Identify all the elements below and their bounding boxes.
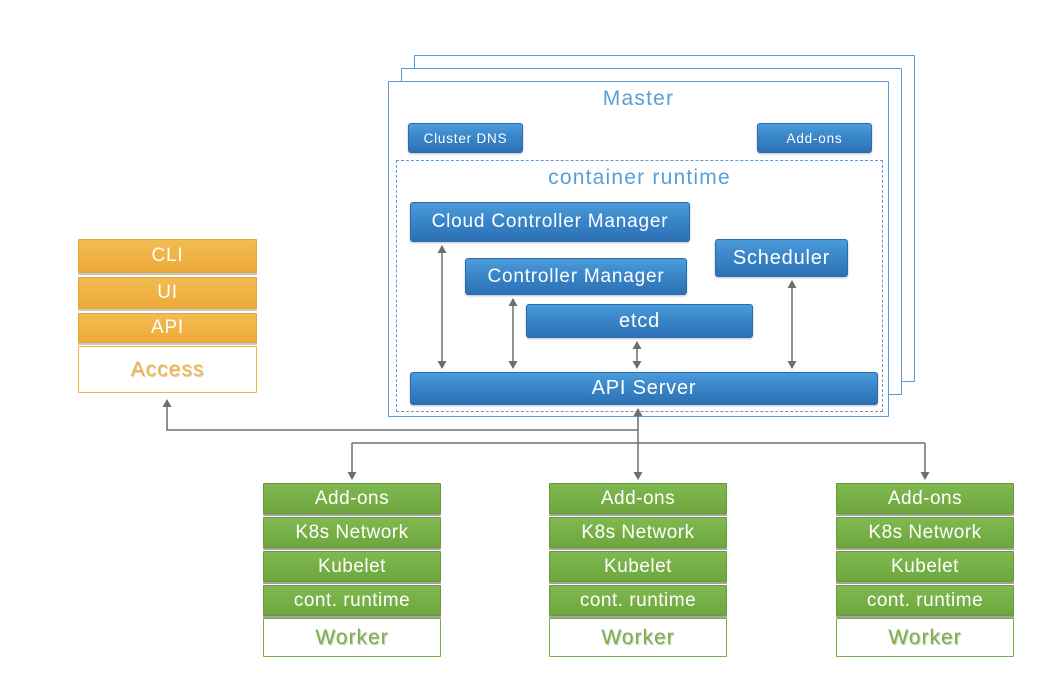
scheduler-box: Scheduler	[715, 239, 848, 277]
worker2-row-cont-runtime: cont. runtime	[549, 585, 727, 616]
access-title-box: Access	[78, 346, 257, 393]
worker1-row-cont-runtime: cont. runtime	[263, 585, 441, 616]
controller-manager-box: Controller Manager	[465, 258, 687, 295]
worker3-row-k8s-network: K8s Network	[836, 517, 1014, 548]
access-stack: CLI UI API Access	[78, 239, 257, 393]
access-row-cli: CLI	[78, 239, 257, 273]
worker-node-1: Add-ons K8s Network Kubelet cont. runtim…	[263, 483, 441, 657]
worker-node-2: Add-ons K8s Network Kubelet cont. runtim…	[549, 483, 727, 657]
worker2-row-addons: Add-ons	[549, 483, 727, 514]
master-addons-box: Add-ons	[757, 123, 872, 153]
worker3-title-box: Worker	[836, 618, 1014, 657]
worker1-row-kubelet: Kubelet	[263, 551, 441, 582]
cloud-controller-manager-box: Cloud Controller Manager	[410, 202, 690, 242]
access-row-ui: UI	[78, 277, 257, 309]
worker2-row-k8s-network: K8s Network	[549, 517, 727, 548]
worker-node-3: Add-ons K8s Network Kubelet cont. runtim…	[836, 483, 1014, 657]
worker1-row-k8s-network: K8s Network	[263, 517, 441, 548]
worker2-title-box: Worker	[549, 618, 727, 657]
worker3-row-kubelet: Kubelet	[836, 551, 1014, 582]
worker3-row-cont-runtime: cont. runtime	[836, 585, 1014, 616]
access-row-api: API	[78, 313, 257, 343]
cluster-dns-box: Cluster DNS	[408, 123, 523, 153]
worker2-row-kubelet: Kubelet	[549, 551, 727, 582]
worker1-row-addons: Add-ons	[263, 483, 441, 514]
container-runtime-title: container runtime	[548, 166, 731, 189]
etcd-box: etcd	[526, 304, 753, 338]
api-server-box: API Server	[410, 372, 878, 405]
worker1-title-box: Worker	[263, 618, 441, 657]
worker3-row-addons: Add-ons	[836, 483, 1014, 514]
master-title: Master	[602, 87, 675, 110]
